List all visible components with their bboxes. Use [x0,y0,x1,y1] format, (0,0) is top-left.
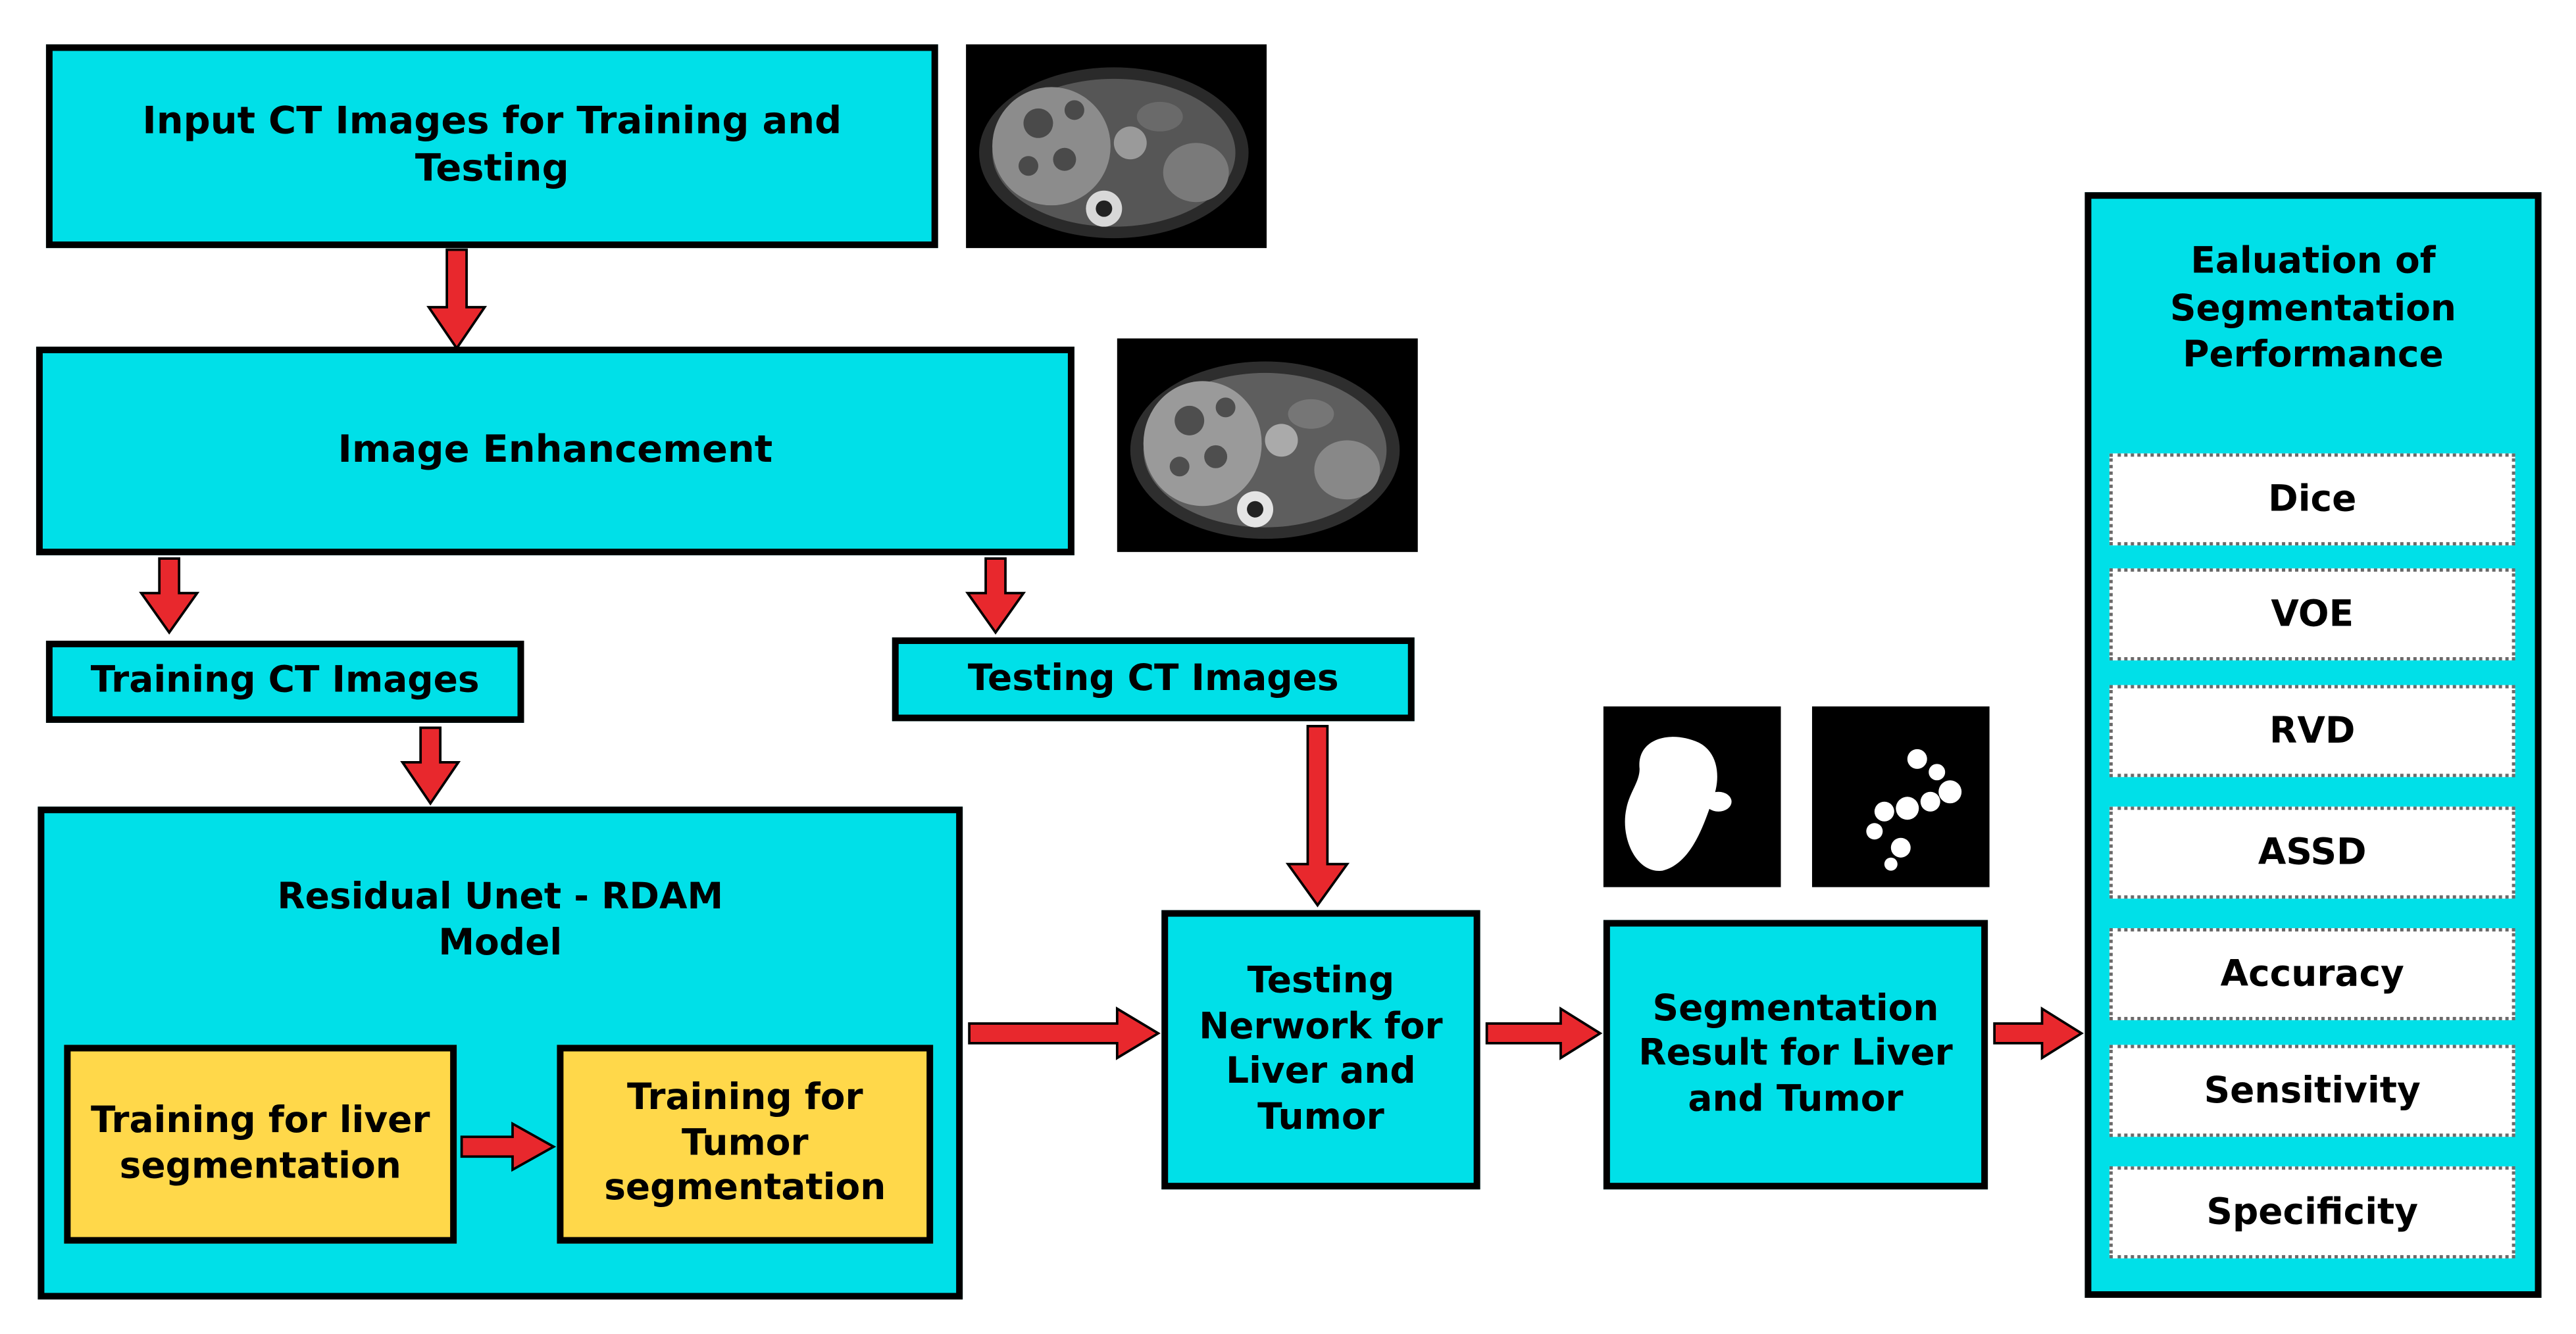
metric-specificity-label: Specificity [2206,1191,2419,1233]
arrow-result-to-evaluation [1993,1006,2084,1060]
ct-image-thumbnail-input [966,44,1267,249]
segmentation-result-label: Segmentation Result for Liver and Tumor [1638,988,1953,1120]
metric-rvd: RVD [2109,685,2515,778]
metric-accuracy-label: Accuracy [2220,953,2404,995]
tumor-mask-thumbnail [1811,706,1990,887]
metric-sensitivity-label: Sensitivity [2204,1070,2421,1112]
arrow-liver-to-tumor [460,1122,557,1172]
ct-scan-icon [979,67,1249,239]
training-tumor-box: Training for Tumor segmentation [557,1045,934,1244]
arrow-enhancement-to-testing [965,557,1026,635]
metric-accuracy: Accuracy [2109,928,2515,1020]
input-ct-images-box: Input CT Images for Training and Testing [45,44,938,249]
arrow-model-to-network [968,1006,1161,1060]
testing-network-label: Testing Nerwork for Liver and Tumor [1199,961,1443,1138]
image-enhancement-box: Image Enhancement [36,346,1074,556]
training-ct-images-box: Training CT Images [45,641,524,723]
arrow-enhancement-to-training [139,557,200,635]
liver-mask-icon [1625,737,1732,871]
tumor-mask-icon [1866,749,1962,871]
metric-dice: Dice [2109,453,2515,546]
evaluation-title: Ealuation of Segmentation Performance [2169,241,2456,377]
metric-voe-label: VOE [2271,593,2354,635]
arrow-input-to-enhancement [426,248,488,351]
ct-image-thumbnail-enhanced [1117,338,1418,553]
arrow-training-to-model [400,726,461,806]
arrow-network-to-result [1485,1006,1603,1060]
training-liver-box: Training for liver segmentation [64,1045,457,1244]
testing-ct-images-box: Testing CT Images [892,637,1415,722]
ct-scan-icon [1130,361,1400,539]
testing-ct-images-label: Testing CT Images [967,658,1339,700]
metric-voe: VOE [2109,568,2515,660]
metric-rvd-label: RVD [2269,710,2356,752]
testing-network-box: Testing Nerwork for Liver and Tumor [1161,910,1480,1190]
metric-specificity: Specificity [2109,1166,2515,1259]
metric-assd: ASSD [2109,806,2515,899]
training-tumor-label: Training for Tumor segmentation [604,1077,886,1210]
segmentation-result-box: Segmentation Result for Liver and Tumor [1603,920,1988,1190]
image-enhancement-label: Image Enhancement [338,429,773,472]
metric-assd-label: ASSD [2258,831,2367,874]
metric-sensitivity: Sensitivity [2109,1045,2515,1137]
model-title: Residual Unet - RDAM Model [277,877,724,964]
input-ct-images-label: Input CT Images for Training and Testing [142,100,842,191]
liver-mask-thumbnail [1603,706,1781,887]
arrow-testing-images-to-network [1285,725,1350,908]
training-ct-images-label: Training CT Images [90,660,480,703]
training-liver-label: Training for liver segmentation [90,1100,430,1187]
metric-dice-label: Dice [2268,479,2357,520]
